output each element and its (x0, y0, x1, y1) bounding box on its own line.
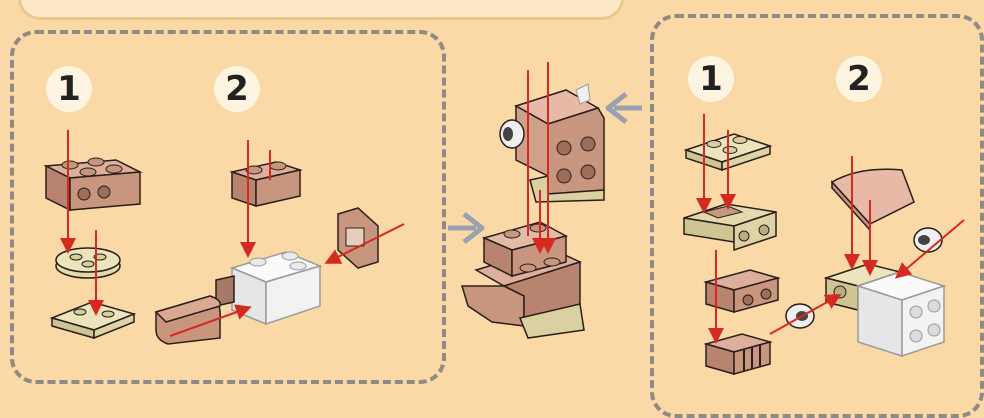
right-step2-curved-slope (832, 169, 914, 230)
left-step1-round-plate (56, 248, 120, 278)
left-step2-curved-slope (156, 296, 220, 344)
flow-arrow-left-to-center (448, 214, 482, 242)
right-step2-white-brick (858, 272, 944, 356)
left-step2-bracket (338, 208, 378, 268)
center-body-assembly (462, 222, 584, 338)
right-step2-eye-side (786, 304, 814, 328)
flow-arrow-right-to-center (608, 94, 642, 122)
left-step1-brick-2x2 (46, 158, 140, 210)
center-head-assembly (500, 84, 604, 202)
left-step2-brick-1x2 (232, 162, 300, 206)
left-step1-square-plate (52, 302, 134, 338)
assembly-illustration (0, 0, 984, 398)
right-step1-bracket-plate (684, 204, 776, 250)
right-step2-eye-top (914, 228, 942, 252)
